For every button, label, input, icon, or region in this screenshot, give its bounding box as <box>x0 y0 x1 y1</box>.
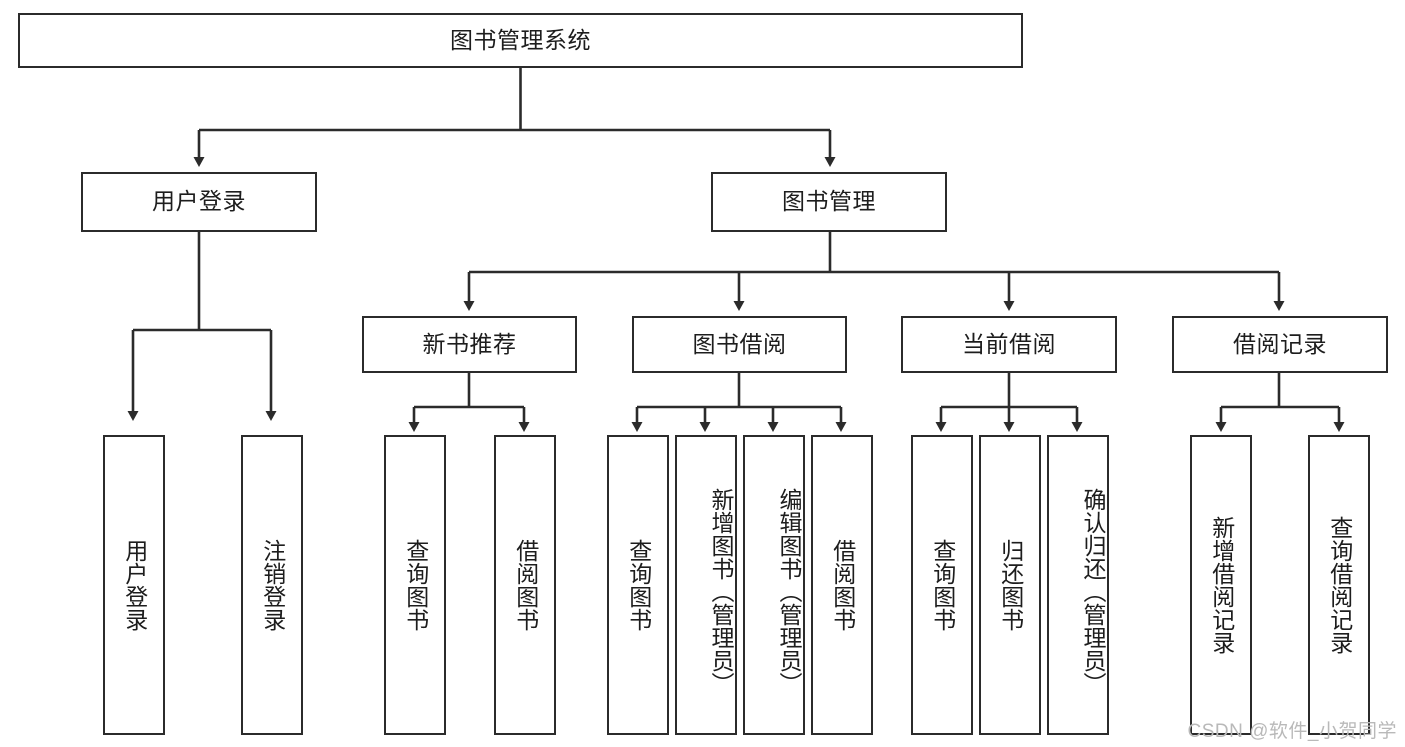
node-leaf-edit-book-label: 编辑图书（管理员） <box>776 487 802 695</box>
node-leaf-query-book-3[interactable]: 查询图书 <box>911 435 973 735</box>
node-leaf-add-record-label: 新增借阅记录 <box>1208 516 1235 654</box>
node-current-borrow-label: 当前借阅 <box>962 330 1056 357</box>
node-root[interactable]: 图书管理系统 <box>18 13 1023 68</box>
node-leaf-query-book-2[interactable]: 查询图书 <box>607 435 669 735</box>
node-root-label: 图书管理系统 <box>450 26 591 53</box>
node-leaf-add-book-label: 新增图书（管理员） <box>708 487 734 695</box>
node-leaf-user-login[interactable]: 用户登录 <box>103 435 165 735</box>
node-user-login[interactable]: 用户登录 <box>81 172 317 232</box>
node-leaf-query-record[interactable]: 查询借阅记录 <box>1308 435 1370 735</box>
node-borrow-record[interactable]: 借阅记录 <box>1172 316 1388 373</box>
node-current-borrow[interactable]: 当前借阅 <box>901 316 1117 373</box>
node-leaf-logout[interactable]: 注销登录 <box>241 435 303 735</box>
node-leaf-add-book[interactable]: 新增图书（管理员） <box>675 435 737 735</box>
node-leaf-return-book[interactable]: 归还图书 <box>979 435 1041 735</box>
node-leaf-borrow-book-2[interactable]: 借阅图书 <box>811 435 873 735</box>
node-book-manage[interactable]: 图书管理 <box>711 172 947 232</box>
node-borrow-record-label: 借阅记录 <box>1233 330 1327 357</box>
node-leaf-logout-label: 注销登录 <box>259 539 286 631</box>
node-leaf-query-record-label: 查询借阅记录 <box>1326 516 1353 654</box>
node-leaf-confirm-return[interactable]: 确认归还（管理员） <box>1047 435 1109 735</box>
node-leaf-query-book-2-label: 查询图书 <box>625 539 652 631</box>
node-leaf-add-record[interactable]: 新增借阅记录 <box>1190 435 1252 735</box>
node-leaf-query-book-1[interactable]: 查询图书 <box>384 435 446 735</box>
node-leaf-user-login-label: 用户登录 <box>121 539 148 631</box>
node-leaf-confirm-return-label: 确认归还（管理员） <box>1080 487 1106 695</box>
watermark-text: CSDN @软件_小贺同学 <box>1187 721 1397 742</box>
node-leaf-borrow-book-2-label: 借阅图书 <box>829 539 856 631</box>
node-book-manage-label: 图书管理 <box>782 188 876 215</box>
node-new-book-rec-label: 新书推荐 <box>422 330 517 357</box>
node-leaf-borrow-book-1[interactable]: 借阅图书 <box>494 435 556 735</box>
node-book-borrow-label: 图书借阅 <box>692 330 787 357</box>
node-leaf-query-book-3-label: 查询图书 <box>929 539 956 631</box>
node-user-login-label: 用户登录 <box>152 188 246 215</box>
node-new-book-rec[interactable]: 新书推荐 <box>362 316 577 373</box>
node-leaf-borrow-book-1-label: 借阅图书 <box>512 539 539 631</box>
node-leaf-edit-book[interactable]: 编辑图书（管理员） <box>743 435 805 735</box>
node-leaf-return-book-label: 归还图书 <box>997 539 1024 631</box>
node-leaf-query-book-1-label: 查询图书 <box>402 539 429 631</box>
node-book-borrow[interactable]: 图书借阅 <box>632 316 847 373</box>
